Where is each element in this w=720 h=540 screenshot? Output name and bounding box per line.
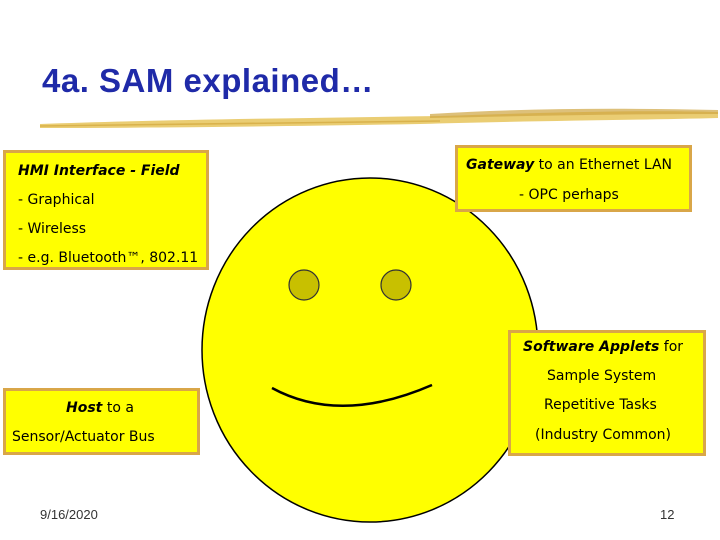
software-rest: for [659, 339, 684, 355]
host-box: Host to a Sensor/Actuator Bus [3, 388, 200, 455]
gateway-line1: Gateway to an Ethernet LAN [466, 157, 672, 173]
software-industry: (Industry Common) [535, 427, 672, 443]
host-rest: to a [102, 400, 134, 416]
host-line1: Host to a [66, 400, 134, 416]
gateway-box: Gateway to an Ethernet LAN - OPC perhaps [455, 145, 692, 212]
hmi-wireless: - Wireless [18, 221, 87, 237]
gateway-opc: - OPC perhaps [519, 187, 619, 203]
software-sample-system: Sample System [547, 368, 657, 384]
hmi-heading: HMI Interface - Field [18, 163, 180, 179]
footer-page-number: 12 [660, 507, 675, 522]
hmi-bluetooth: - e.g. Bluetooth™, 802.11 [18, 250, 199, 266]
gateway-rest: to an Ethernet LAN [534, 157, 672, 173]
host-sensor-bus: Sensor/Actuator Bus [12, 429, 155, 445]
host-bold: Host [66, 400, 103, 416]
slide-title: 4a. SAM explained… [42, 62, 374, 99]
gateway-bold: Gateway [466, 157, 535, 173]
software-line1: Software Applets for [523, 339, 683, 355]
right-eye [380, 269, 412, 301]
face-circle [201, 177, 539, 523]
left-eye [288, 269, 320, 301]
software-repetitive: Repetitive Tasks [544, 397, 657, 413]
footer-date: 9/16/2020 [40, 507, 98, 522]
hmi-graphical: - Graphical [18, 192, 95, 208]
smile-mouth [271, 383, 433, 407]
software-applets-box: Software Applets for Sample System Repet… [508, 330, 706, 456]
software-bold: Software Applets [523, 339, 660, 355]
hmi-interface-box: HMI Interface - Field - Graphical - Wire… [3, 150, 209, 270]
